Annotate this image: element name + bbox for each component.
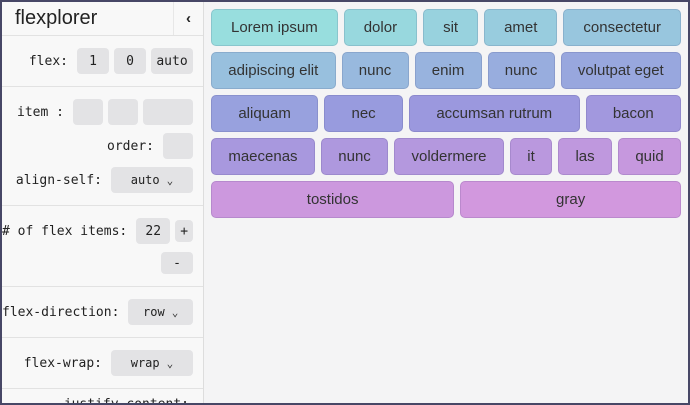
flex-direction-select[interactable]: row ⌄ <box>128 299 193 325</box>
flex-item[interactable]: dolor <box>343 9 418 46</box>
item-flex-row: item : <box>2 95 193 129</box>
chevron-down-icon: ⌄ <box>166 356 174 370</box>
flex-item[interactable]: aliquam <box>211 95 319 132</box>
flex-item[interactable]: nunc <box>487 52 555 89</box>
remove-item-row: - <box>2 248 193 278</box>
flex-direction-label: flex-direction: <box>2 304 120 320</box>
flex-item[interactable]: Lorem ipsum <box>211 9 338 46</box>
item-count-section: # of flex items: + - <box>2 206 203 287</box>
flex-shorthand-row: flex: <box>2 44 193 78</box>
flex-item[interactable]: voldermere <box>394 138 504 175</box>
order-label: order: <box>107 138 154 154</box>
flex-item[interactable]: it <box>509 138 553 175</box>
flex-wrap-row: flex-wrap: wrap ⌄ <box>2 346 193 380</box>
flex-item[interactable]: nunc <box>320 138 389 175</box>
flex-item[interactable]: nunc <box>341 52 409 89</box>
flex-item[interactable]: sit <box>423 9 479 46</box>
sidebar-header: flexplorer ‹ <box>2 2 203 36</box>
item-grow-input[interactable] <box>73 99 103 125</box>
flex-item[interactable]: consectetur <box>563 9 681 46</box>
app-title: flexplorer <box>15 7 98 29</box>
chevron-down-icon: ⌄ <box>171 305 179 319</box>
flex-item[interactable]: nec <box>324 95 403 132</box>
align-self-select[interactable]: auto ⌄ <box>111 167 193 193</box>
flex-direction-section: flex-direction: row ⌄ <box>2 287 203 338</box>
justify-content-label: justify-content: <box>63 397 189 405</box>
order-row: order: <box>2 129 193 163</box>
order-input[interactable] <box>163 133 193 159</box>
item-count-input[interactable] <box>136 218 171 244</box>
flex-item[interactable]: volutpat eget <box>560 52 681 89</box>
chevron-down-icon: ⌄ <box>166 173 174 187</box>
flex-wrap-label: flex-wrap: <box>23 355 102 371</box>
item-basis-input[interactable] <box>143 99 193 125</box>
flex-item[interactable]: bacon <box>585 95 682 132</box>
remove-item-button[interactable]: - <box>161 252 193 274</box>
flex-direction-value: row <box>143 305 165 319</box>
item-properties-section: item : order: align-self: auto ⌄ <box>2 87 203 206</box>
sidebar: flexplorer ‹ flex: item : order: <box>2 2 204 403</box>
flex-direction-row: flex-direction: row ⌄ <box>2 295 193 329</box>
flex-item[interactable]: tostidos <box>211 181 455 218</box>
item-shrink-input[interactable] <box>108 99 138 125</box>
flex-item[interactable]: accumsan rutrum <box>409 95 580 132</box>
chevron-left-icon: ‹ <box>186 10 191 27</box>
align-self-row: align-self: auto ⌄ <box>2 163 193 197</box>
flex-wrap-value: wrap <box>130 356 160 370</box>
item-count-row: # of flex items: + <box>2 214 193 248</box>
justify-content-label-row: justify-content: <box>2 397 193 405</box>
flex-item[interactable]: maecenas <box>211 138 315 175</box>
align-self-value: auto <box>130 173 160 187</box>
flex-shrink-input[interactable] <box>114 48 146 74</box>
item-count-label: # of flex items: <box>2 223 128 239</box>
align-self-label: align-self: <box>15 172 102 188</box>
justify-content-section: justify-content: flex-start ⌄ <box>2 389 203 405</box>
flex-item[interactable]: las <box>558 138 612 175</box>
add-item-button[interactable]: + <box>175 220 193 242</box>
flex-item[interactable]: adipiscing elit <box>211 52 336 89</box>
flex-grow-input[interactable] <box>77 48 109 74</box>
flex-shorthand-section: flex: <box>2 36 203 87</box>
flex-item[interactable]: quid <box>617 138 682 175</box>
flex-item[interactable]: amet <box>484 9 558 46</box>
flex-label: flex: <box>28 53 68 69</box>
flex-item[interactable]: enim <box>414 52 482 89</box>
flex-wrap-select[interactable]: wrap ⌄ <box>111 350 193 376</box>
flex-wrap-section: flex-wrap: wrap ⌄ <box>2 338 203 389</box>
item-label: item : <box>17 104 64 120</box>
flex-item[interactable]: gray <box>460 181 682 218</box>
sidebar-collapse-button[interactable]: ‹ <box>173 2 203 35</box>
flex-basis-input[interactable] <box>151 48 193 74</box>
